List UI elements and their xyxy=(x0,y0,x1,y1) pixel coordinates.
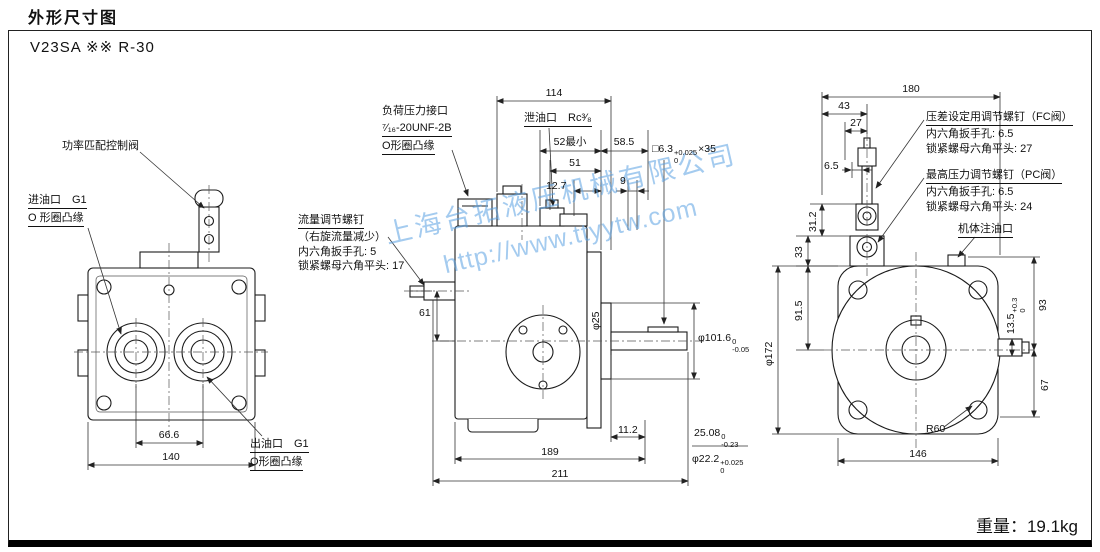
load-port-label: 负荷压力接口 xyxy=(382,105,448,117)
load-port-thread-label: ⁷⁄₁₆-20UNF-2B xyxy=(382,121,452,138)
oil-fill-port-label: 机体注油口 xyxy=(958,222,1013,239)
dim-33: 33 xyxy=(793,246,805,258)
dim-146: 146 xyxy=(909,448,927,460)
dim-51: 51 xyxy=(569,157,581,169)
dim-211: 211 xyxy=(551,468,569,480)
front-view-body xyxy=(77,189,266,421)
dim-52min: 52最小 xyxy=(553,136,587,148)
dim-11-2: 11.2 xyxy=(618,424,638,436)
pc-screw-nut: 锁紧螺母六角平头: 24 xyxy=(926,200,1033,213)
fc-screw-nut: 锁紧螺母六角平头: 27 xyxy=(926,142,1033,155)
dim-phi172: φ172 xyxy=(763,341,775,366)
outlet-port-label: 出油口 G1 xyxy=(250,437,309,454)
front-view-centerlines xyxy=(74,185,268,434)
flow-screw-note: （右旋流量减少） xyxy=(298,231,386,244)
rear-view-dimensions xyxy=(796,92,1040,466)
drain-port-label: 泄油口 Rc³⁄₈ xyxy=(524,111,592,128)
dim-overall-width: 140 xyxy=(162,451,180,463)
dim-9: 9 xyxy=(620,175,626,187)
dim-114: 114 xyxy=(545,87,563,99)
fc-screw-hex: 内六角扳手孔: 6.5 xyxy=(926,128,1014,141)
power-match-valve-label: 功率匹配控制阀 xyxy=(62,140,139,152)
dim-6-5: 6.5 xyxy=(824,160,839,172)
load-port-flange-label: O形圈凸缘 xyxy=(382,139,435,156)
dim-r60: R60 xyxy=(926,423,946,435)
flow-screw-nut: 锁紧螺母六角平头: 17 xyxy=(298,259,405,272)
outlet-oring-flange-label: O形圈凸缘 xyxy=(250,455,303,472)
dim-93: 93 xyxy=(1037,299,1049,311)
dim-67: 67 xyxy=(1039,379,1051,391)
flow-screw-hex: 内六角扳手孔: 5 xyxy=(298,245,377,258)
flow-screw-block: 流量调节螺钉 （右旋流量减少） 内六角扳手孔: 5 锁紧螺母六角平头: 17 xyxy=(298,213,404,273)
side-view-dimensions xyxy=(387,96,880,486)
rear-view-centerlines xyxy=(824,132,1034,448)
weight-label: 重量：19.1kg xyxy=(975,517,1078,536)
dim-58-5: 58.5 xyxy=(613,136,635,148)
dim-port-spacing: 66.6 xyxy=(158,429,180,441)
pc-screw-hex: 内六角扳手孔: 6.5 xyxy=(926,186,1014,199)
dim-43: 43 xyxy=(838,100,850,112)
drawing-frame xyxy=(8,30,1092,547)
dim-91-5: 91.5 xyxy=(793,300,805,321)
pc-screw-block: 最高压力调节螺钉（PC阀） 内六角扳手孔: 6.5 锁紧螺母六角平头: 24 xyxy=(926,168,1063,214)
front-view-dimensions xyxy=(87,151,263,470)
dim-31-2: 31.2 xyxy=(807,211,819,232)
dim-61: 61 xyxy=(419,307,431,319)
dim-180: 180 xyxy=(902,83,920,95)
dim-189: 189 xyxy=(541,446,559,458)
model-number: V23SA ※※ R-30 xyxy=(30,39,155,56)
inlet-port-label: 进油口 G1 xyxy=(28,193,87,210)
inlet-oring-flange-label: O 形圈凸缘 xyxy=(28,211,84,228)
page-title: 外形尺寸图 xyxy=(28,10,119,27)
dim-phi25: φ25 xyxy=(590,311,602,331)
dim-12-7: 12.7 xyxy=(546,180,567,192)
flow-screw-label: 流量调节螺钉 xyxy=(298,213,364,230)
fc-screw-block: 压差设定用调节螺钉（FC阀） 内六角扳手孔: 6.5 锁紧螺母六角平头: 27 xyxy=(926,110,1073,156)
dim-27: 27 xyxy=(850,117,862,129)
side-view-body xyxy=(409,185,688,433)
pc-screw-label: 最高压力调节螺钉（PC阀） xyxy=(926,168,1063,185)
fc-screw-label: 压差设定用调节螺钉（FC阀） xyxy=(926,110,1073,127)
